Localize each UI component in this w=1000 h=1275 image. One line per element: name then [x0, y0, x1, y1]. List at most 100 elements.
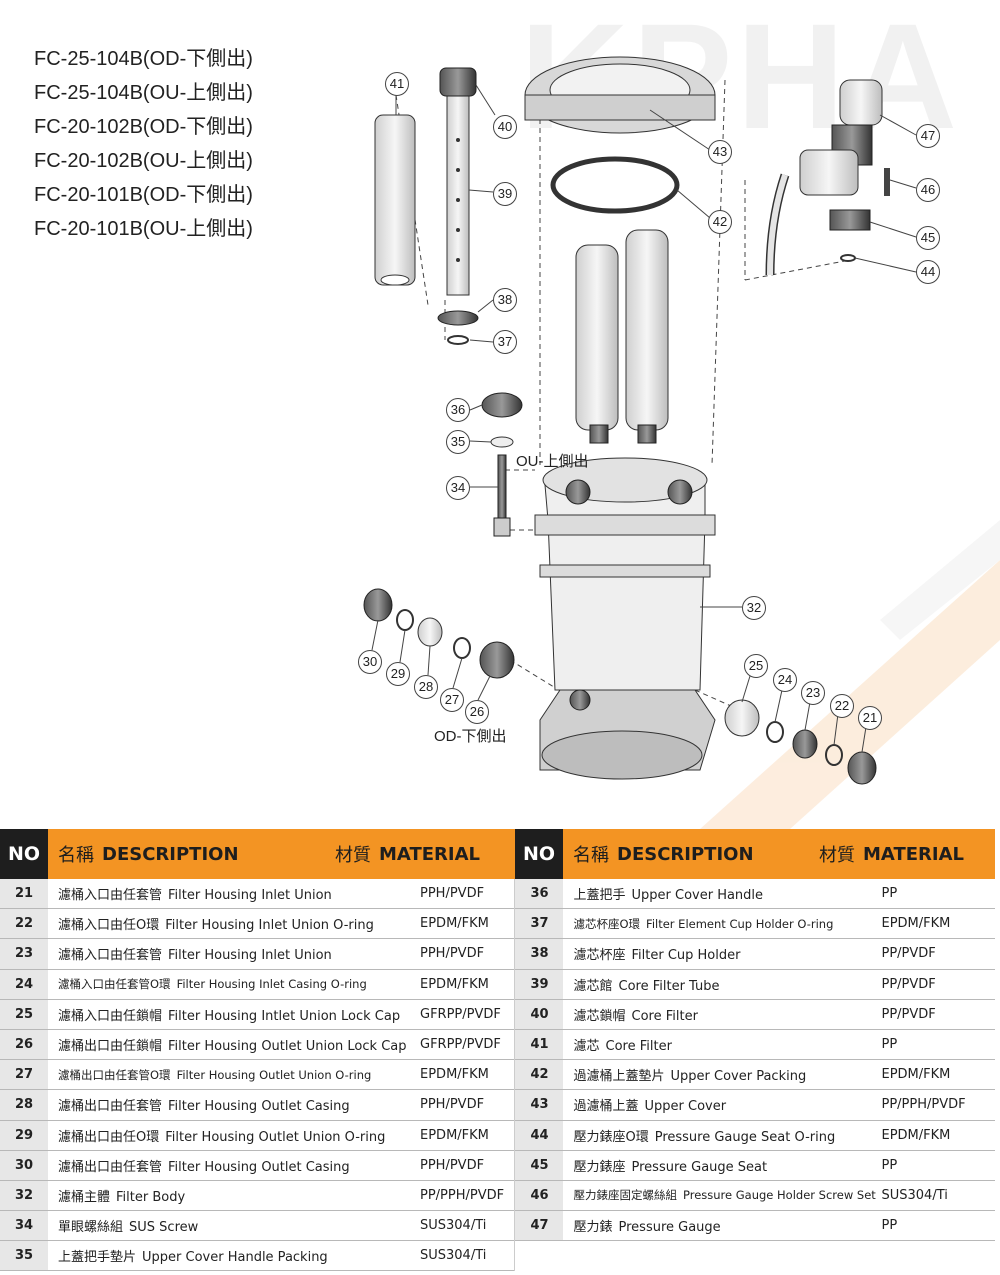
- part-name-en: Filter Body: [116, 1189, 186, 1205]
- parts-table: NO 名稱 DESCRIPTION 材質 MATERIAL NO 名稱 DESC…: [0, 829, 995, 1272]
- model-name: FC-25-104B(OU-上側出): [34, 82, 253, 104]
- part-name-zh: 濾桶入口由任鎖帽: [58, 1008, 163, 1024]
- model-name: FC-20-102B(OU-上側出): [34, 150, 253, 172]
- part-number: 23: [0, 939, 48, 969]
- part-material: EPDM/FKM: [420, 1127, 489, 1143]
- part-name-zh: 濾桶入口由任套管O環: [58, 977, 171, 992]
- part-number: 36: [515, 879, 564, 909]
- header-material-zh-right: 材質: [819, 845, 855, 866]
- part-material: SUS304/Ti: [420, 1218, 487, 1234]
- table-header: NO 名稱 DESCRIPTION 材質 MATERIAL NO 名稱 DESC…: [0, 829, 995, 879]
- part-name-en: Pressure Gauge Seat: [631, 1159, 768, 1175]
- part-number: 32: [0, 1180, 48, 1211]
- header-name-zh-right: 名稱: [573, 845, 609, 866]
- cover-handle-assembly: [481, 392, 523, 537]
- part-material: PP: [881, 1037, 898, 1053]
- core-filter-part: [374, 114, 416, 286]
- part-number: 25: [0, 999, 48, 1029]
- part-material: PPH/PVDF: [420, 946, 485, 962]
- callout-23: 23: [801, 681, 825, 705]
- core-filter-tube-part: [439, 67, 477, 296]
- part-name-en: Filter Housing Inlet Union: [168, 888, 332, 904]
- header-material-right: 材質 MATERIAL: [819, 829, 995, 879]
- part-material: PP/PVDF: [881, 976, 936, 992]
- part-name-en: Filter Housing Outlet Casing: [168, 1159, 350, 1175]
- part-name-zh: 壓力錶座O環: [573, 1129, 649, 1145]
- header-material-en: MATERIAL: [379, 843, 480, 865]
- callout-37: 37: [493, 330, 517, 354]
- part-material: EPDM/FKM: [881, 1067, 951, 1083]
- part-number: 21: [0, 879, 48, 909]
- part-material: EPDM/FKM: [881, 916, 951, 932]
- part-number: 47: [515, 1211, 564, 1241]
- part-material: GFRPP/PVDF: [420, 1006, 501, 1022]
- part-name-en: Pressure Gauge: [618, 1220, 721, 1236]
- part-number: 41: [515, 1029, 564, 1060]
- callout-40: 40: [493, 115, 517, 139]
- callout-30: 30: [358, 650, 382, 674]
- upper-cover-part: [524, 56, 716, 134]
- part-name-en: Filter Cup Holder: [631, 948, 741, 964]
- part-name-zh: 過濾桶上蓋墊片: [573, 1069, 665, 1085]
- callout-24: 24: [773, 668, 797, 692]
- part-number: 24: [0, 969, 48, 999]
- part-number: 29: [0, 1120, 48, 1150]
- callout-36: 36: [446, 398, 470, 422]
- part-material: SUS304/Ti: [420, 1248, 487, 1264]
- part-name-en: Filter Housing Inlet Union: [168, 948, 332, 964]
- callout-27: 27: [440, 688, 464, 712]
- callout-44: 44: [916, 260, 940, 284]
- callout-28: 28: [414, 675, 438, 699]
- callout-41: 41: [385, 72, 409, 96]
- part-description: 濾桶出口由任套管 Filter Housing Outlet Casing: [48, 1156, 416, 1175]
- part-name-en: Core Filter: [631, 1008, 698, 1024]
- header-no: NO: [0, 829, 48, 879]
- part-name-en: Upper Cover Handle Packing: [142, 1250, 328, 1266]
- header-description-en: DESCRIPTION: [102, 843, 239, 865]
- part-name-en: Filter Element Cup Holder O-ring: [646, 916, 834, 931]
- callout-22: 22: [830, 694, 854, 718]
- outlet-union-parts: [363, 588, 515, 679]
- part-number: 43: [515, 1090, 564, 1120]
- od-outlet-label: OD-下側出: [434, 728, 507, 745]
- part-material: PP: [881, 886, 898, 902]
- part-name-en: Filter Housing Inlet Union O-ring: [165, 918, 374, 934]
- model-name: FC-20-101B(OU-上側出): [34, 218, 253, 240]
- part-name-zh: 濾桶出口由任套管: [58, 1159, 163, 1175]
- header-material-en-right: MATERIAL: [863, 843, 964, 865]
- part-material: PP/PVDF: [881, 1006, 936, 1022]
- part-name-zh: 濾桶入口由任套管: [58, 948, 163, 964]
- callout-35: 35: [446, 430, 470, 454]
- callout-38: 38: [493, 288, 517, 312]
- model-list: FC-25-104B(OD-下側出) FC-25-104B(OU-上側出) FC…: [34, 42, 253, 246]
- part-name-en: Filter Housing Outlet Union O-ring: [176, 1067, 372, 1082]
- callout-21: 21: [858, 706, 882, 730]
- callout-34: 34: [446, 476, 470, 500]
- model-name: FC-20-102B(OD-下側出): [34, 116, 253, 138]
- header-name-zh: 名稱: [58, 845, 94, 866]
